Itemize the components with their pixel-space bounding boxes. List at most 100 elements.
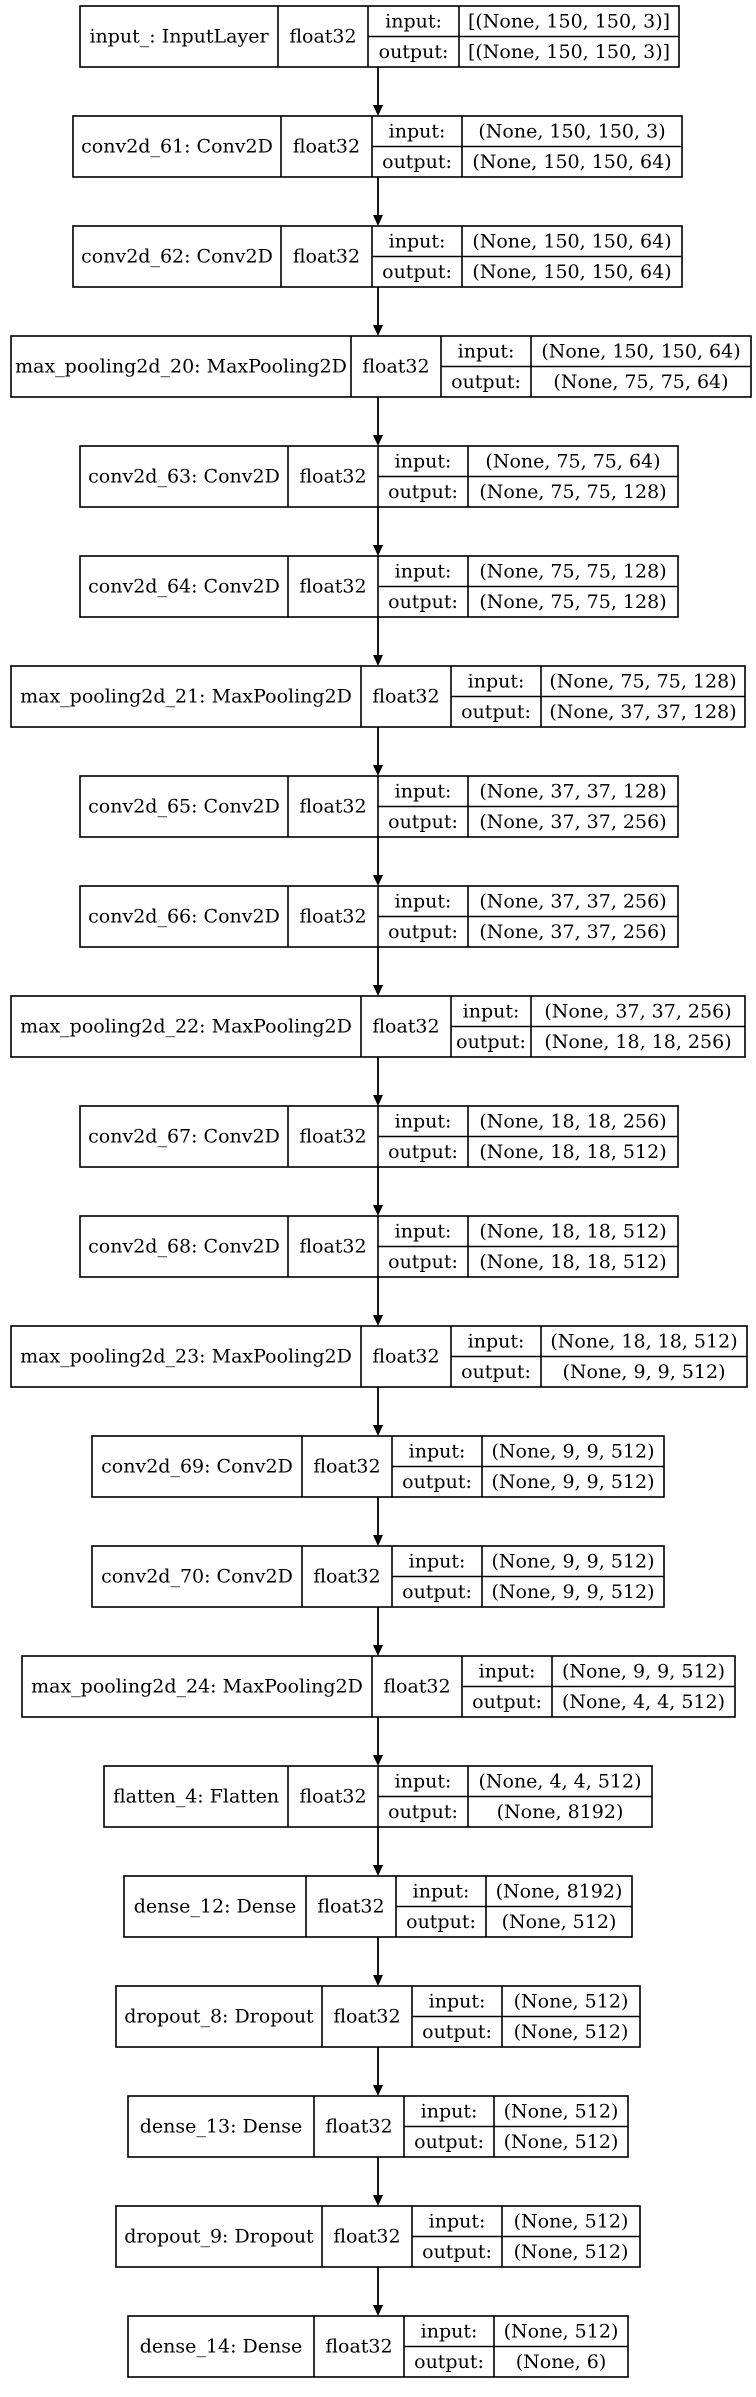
output-label: output:: [379, 41, 449, 63]
input-label: input:: [468, 1330, 525, 1352]
layer-dtype: float32: [313, 1566, 380, 1588]
layer-dtype: float32: [293, 246, 360, 268]
input-shape: (None, 150, 150, 64): [541, 340, 740, 362]
arrowhead: [373, 2305, 383, 2316]
arrowhead: [373, 985, 383, 996]
input-shape: (None, 75, 75, 64): [485, 450, 660, 472]
input-shape: (None, 18, 18, 512): [479, 1220, 666, 1242]
layer-dtype: float32: [325, 2336, 392, 2358]
input-shape: (None, 37, 37, 128): [479, 780, 666, 802]
input-shape: (None, 75, 75, 128): [549, 670, 736, 692]
output-label: output:: [388, 1251, 458, 1273]
layer-name: conv2d_69: Conv2D: [101, 1456, 293, 1478]
layer-name: conv2d_66: Conv2D: [88, 906, 280, 928]
arrowhead: [373, 435, 383, 446]
layer-dtype: float32: [362, 356, 429, 378]
layer-node: input_: InputLayer float32 input: output: [(…: [79, 5, 680, 68]
arrowhead: [373, 1975, 383, 1986]
output-shape: (None, 6): [516, 2351, 607, 2373]
output-shape: (None, 75, 75, 128): [479, 591, 666, 613]
layer-dtype: float32: [333, 2226, 400, 2248]
layer-dtype: float32: [299, 906, 366, 928]
output-label: output:: [402, 1581, 472, 1603]
layer-dtype: float32: [299, 576, 366, 598]
arrowhead: [373, 2085, 383, 2096]
input-shape: (None, 18, 18, 512): [550, 1330, 737, 1352]
input-label: input:: [479, 1660, 536, 1682]
arrowhead: [373, 1095, 383, 1106]
input-shape: (None, 150, 150, 3): [478, 120, 665, 142]
layer-name: max_pooling2d_21: MaxPooling2D: [20, 686, 352, 708]
layer-name: max_pooling2d_20: MaxPooling2D: [15, 356, 347, 378]
layer-name: flatten_4: Flatten: [113, 1786, 279, 1808]
arrowhead: [373, 2195, 383, 2206]
input-shape: (None, 8192): [496, 1880, 623, 1902]
output-label: output:: [456, 1031, 526, 1053]
input-label: input:: [385, 10, 442, 32]
layer-dtype: float32: [289, 26, 356, 48]
input-shape: (None, 37, 37, 256): [479, 890, 666, 912]
input-label: input:: [395, 1220, 452, 1242]
output-shape: (None, 4, 4, 512): [562, 1691, 725, 1713]
input-label: input:: [395, 780, 452, 802]
output-shape: (None, 8192): [497, 1801, 624, 1823]
output-label: output:: [472, 1691, 542, 1713]
layer-name: conv2d_67: Conv2D: [88, 1126, 280, 1148]
input-label: input:: [389, 120, 446, 142]
input-label: input:: [468, 670, 525, 692]
layer-name: conv2d_70: Conv2D: [101, 1566, 293, 1588]
input-label: input:: [429, 1990, 486, 2012]
input-label: input:: [389, 230, 446, 252]
input-label: input:: [421, 2100, 478, 2122]
arrowhead: [373, 1865, 383, 1876]
layer-name: conv2d_68: Conv2D: [88, 1236, 280, 1258]
output-label: output:: [382, 151, 452, 173]
arrowhead: [373, 1425, 383, 1436]
input-shape: (None, 9, 9, 512): [491, 1550, 654, 1572]
layer-dtype: float32: [372, 1346, 439, 1368]
output-shape: (None, 512): [504, 2131, 619, 2153]
layer-dtype: float32: [299, 1786, 366, 1808]
layer-dtype: float32: [325, 2116, 392, 2138]
layer-dtype: float32: [299, 796, 366, 818]
layer-name: max_pooling2d_22: MaxPooling2D: [20, 1016, 352, 1038]
input-shape: [(None, 150, 150, 3)]: [468, 10, 670, 32]
output-label: output:: [414, 2131, 484, 2153]
layer-node: conv2d_68: Conv2D float32 input: output: (No…: [79, 1215, 679, 1278]
input-shape: (None, 9, 9, 512): [562, 1660, 725, 1682]
arrowhead: [373, 655, 383, 666]
layer-name: input_: InputLayer: [89, 26, 269, 48]
layer-dtype: float32: [299, 466, 366, 488]
layer-node: max_pooling2d_22: MaxPooling2D float32 inp…: [10, 995, 746, 1058]
input-label: input:: [395, 1770, 452, 1792]
output-label: output:: [414, 2351, 484, 2373]
output-label: output:: [402, 1471, 472, 1493]
input-label: input:: [409, 1440, 466, 1462]
edges: [373, 67, 383, 2316]
layer-dtype: float32: [299, 1236, 366, 1258]
output-shape: (None, 75, 75, 128): [479, 481, 666, 503]
input-shape: (None, 512): [504, 2100, 619, 2122]
input-shape: (None, 150, 150, 64): [472, 230, 671, 252]
output-shape: (None, 9, 9, 512): [562, 1361, 725, 1383]
layer-name: conv2d_63: Conv2D: [88, 466, 280, 488]
input-shape: (None, 18, 18, 256): [479, 1110, 666, 1132]
input-label: input:: [463, 1000, 520, 1022]
output-shape: (None, 9, 9, 512): [491, 1581, 654, 1603]
layer-dtype: float32: [372, 1016, 439, 1038]
